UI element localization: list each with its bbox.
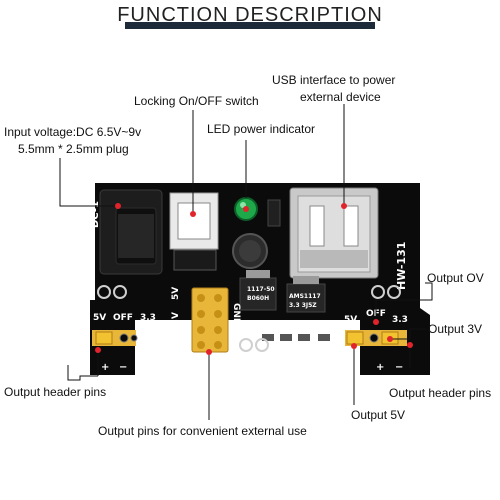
plug-size-label: 5.5mm * 2.5mm plug [18,142,129,156]
right-minus-silk: − [395,362,403,373]
left-output-header [92,330,138,346]
mid-5v-silk: 5V [171,287,181,300]
led-label: LED power indicator [207,122,316,136]
right-33-silk: 3.3 [392,315,408,325]
regulator-3v3: AMS1117 3.3 3J5Z [286,276,326,313]
model-silkscreen: HW-131 [395,242,408,290]
page-title: FUNCTION DESCRIPTION [0,4,500,27]
pad [371,285,385,299]
pad [113,285,127,299]
smd-part [280,334,292,341]
mid-33v-silk: 3.3V [171,312,181,335]
output-pins-label: Output pins for convenient external use [98,424,307,438]
reg2-label-a: AMS1117 [289,293,321,300]
right-output-header [345,330,407,346]
title-underline-bar [125,22,375,29]
left-plus-silk: + [101,362,109,373]
pad [255,338,269,352]
output-header-left-label: Output header pins [4,385,107,399]
regulator-5v: 1117-50 B060H [239,270,277,311]
pad [387,285,401,299]
output-5v-label: Output 5V [351,408,406,422]
pad [97,285,111,299]
callout-dots [95,203,413,355]
gnd-silk: GND [231,303,241,325]
usb-label-line1: USB interface to power [272,73,396,87]
output-0v-label: Output OV [427,271,484,285]
power-switch [169,192,219,271]
left-5v-silk: 5V [93,313,106,323]
reg1-label-a: 1117-50 [247,286,275,293]
smd-part [262,334,274,341]
usb-label-line2: external device [300,90,381,104]
left-minus-silk: − [119,362,127,373]
output-3v-label: Output 3V [428,322,483,336]
resistor [267,199,281,227]
middle-output-header [191,287,229,353]
smd-part [318,334,330,341]
input-voltage-label: Input voltage:DC 6.5V~9v [4,125,142,139]
right-5v-silk: 5V [344,315,357,325]
reg1-label-b: B060H [247,295,269,302]
left-33-silk: 3.3 [140,313,156,323]
output-header-right-label: Output header pins [389,386,492,400]
usb-port [289,187,379,279]
left-off-silk: OFF [113,313,133,323]
callout-lines [59,104,433,420]
dc-silkscreen: DC-1 [90,201,101,228]
page-title-text: FUNCTION DESCRIPTION [117,4,383,26]
dc-jack [99,189,163,275]
pad [239,338,253,352]
switch-label: Locking On/OFF switch [134,94,259,108]
smd-part [298,334,310,341]
reg2-label-b: 3.3 3J5Z [289,302,317,309]
capacitor [232,233,268,269]
right-plus-silk: + [376,362,384,373]
